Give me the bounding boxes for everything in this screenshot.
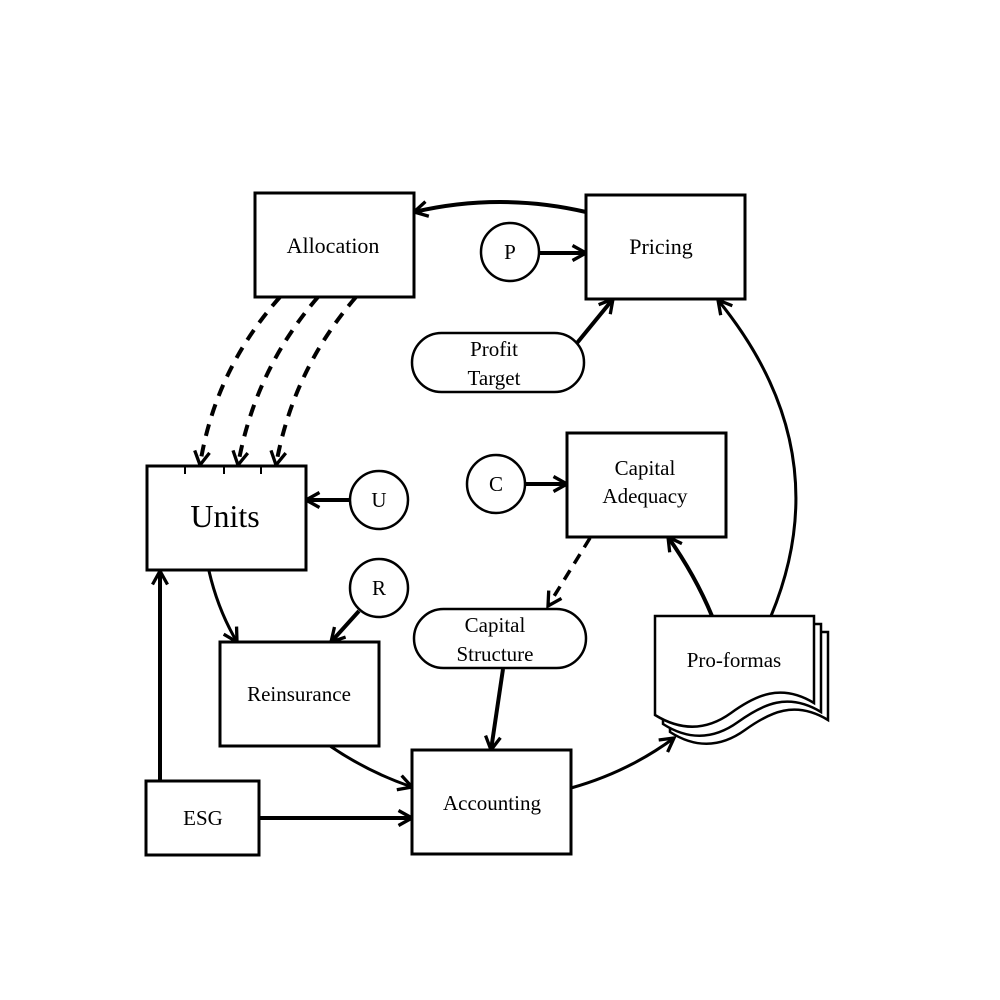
arrow-accounting-to-proformas [570, 738, 674, 790]
capital-structure-label-line2: Structure [457, 642, 534, 666]
esg-label: ESG [183, 806, 223, 830]
accounting-node: Accounting [410, 748, 573, 856]
capital-structure-label-line1: Capital [465, 613, 526, 637]
u-circle-label: U [371, 488, 386, 512]
p-circle-label: P [504, 240, 516, 264]
accounting-label: Accounting [443, 791, 541, 815]
reinsurance-label: Reinsurance [247, 682, 351, 706]
esg-node: ESG [144, 779, 261, 857]
capital-adequacy-label-line1: Capital [615, 456, 676, 480]
allocation-node: Allocation [253, 191, 416, 299]
r-circle-node: R [348, 557, 410, 619]
pro-formas-page-front [653, 614, 816, 728]
arrow-reinsurance-to-accounting [329, 744, 412, 787]
u-circle-node: U [348, 469, 410, 531]
arrow-allocation-to-units-1 [200, 295, 282, 465]
capital-adequacy-label-line2: Adequacy [602, 484, 688, 508]
arrow-allocation-to-units-2 [238, 295, 320, 465]
capital-structure-node: Capital Structure [412, 607, 588, 670]
profit-target-label-line2: Target [468, 366, 521, 390]
arrow-allocation-to-units-3 [276, 295, 358, 465]
arrow-capital-adequacy-to-capital-structure [548, 537, 592, 606]
p-circle-node: P [479, 221, 541, 283]
arrow-proformas-to-pricing [718, 300, 798, 617]
units-label: Units [190, 498, 259, 534]
pricing-label: Pricing [629, 234, 693, 259]
pricing-node: Pricing [584, 193, 747, 301]
c-circle-label: C [489, 472, 503, 496]
arrow-pricing-to-allocation [414, 200, 587, 212]
arrow-capital-structure-to-accounting [491, 668, 505, 750]
profit-target-label-line1: Profit [470, 337, 518, 361]
pro-formas-node: Pro-formas [653, 614, 830, 745]
allocation-label: Allocation [287, 233, 380, 258]
arrow-r-to-reinsurance [331, 609, 361, 642]
units-node: Units [145, 464, 308, 572]
r-circle-label: R [372, 576, 386, 600]
arrow-proformas-to-capital-adequacy [668, 537, 714, 617]
profit-target-node: Profit Target [410, 331, 586, 394]
pro-formas-label: Pro-formas [687, 648, 781, 672]
arrow-profit-target-to-pricing [575, 299, 613, 345]
c-circle-node: C [465, 453, 527, 515]
arrow-units-to-reinsurance [207, 570, 237, 642]
capital-adequacy-node: Capital Adequacy [565, 431, 728, 539]
reinsurance-node: Reinsurance [218, 640, 381, 748]
